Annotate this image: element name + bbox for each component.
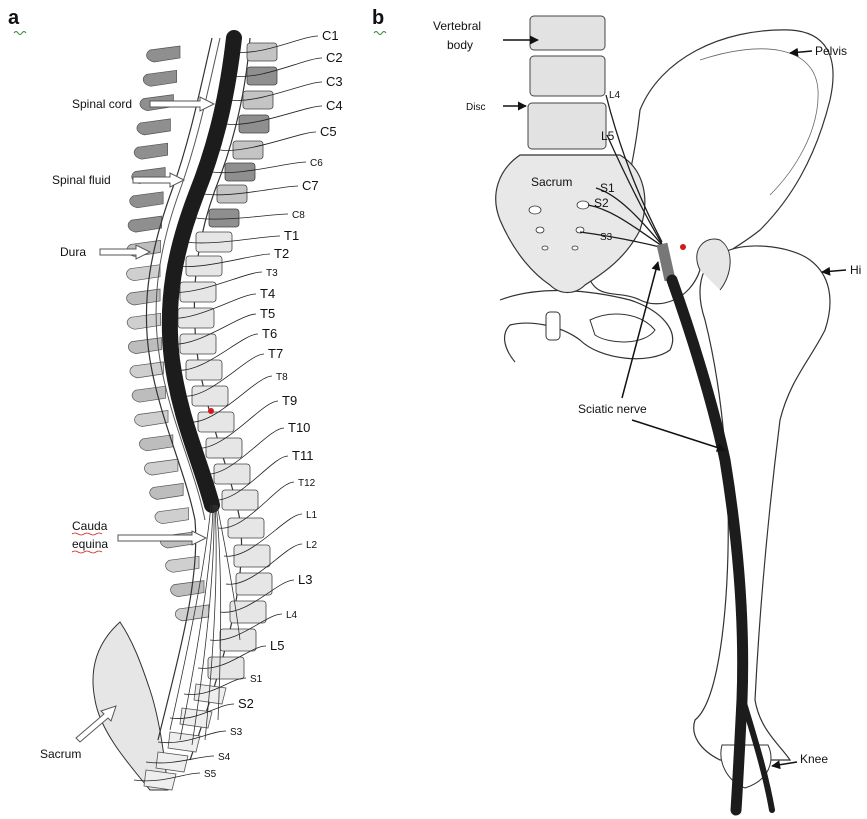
spinous-process-t12 — [155, 508, 188, 524]
arrow-knee — [772, 762, 797, 766]
level-label-l2: L2 — [306, 540, 318, 551]
label-spinal-cord: Spinal cord — [72, 97, 132, 111]
vertebral-body-t12 — [228, 518, 264, 538]
spinous-process-c2 — [143, 70, 176, 86]
spinous-process-t7 — [132, 386, 165, 402]
red-marker-a — [208, 408, 214, 414]
vertebral-body-t9 — [206, 438, 242, 458]
level-label-s2: S2 — [238, 696, 254, 711]
level-label-t4: T4 — [260, 286, 275, 301]
label-root-s2: S2 — [594, 196, 609, 210]
level-label-t6: T6 — [262, 326, 277, 341]
level-label-l5: L5 — [270, 638, 284, 653]
level-label-c8: C8 — [292, 210, 305, 221]
level-label-t9: T9 — [282, 393, 297, 408]
vertebral-body-t4 — [178, 308, 214, 328]
spinous-process-t3 — [127, 289, 160, 305]
level-label-t2: T2 — [274, 246, 289, 261]
label-disc: Disc — [466, 102, 485, 113]
sciatic-nerve — [662, 244, 670, 280]
level-label-c2: C2 — [326, 50, 343, 65]
spinous-process-t5 — [128, 338, 161, 354]
level-label-t11: T11 — [292, 448, 313, 463]
vertebral-body-l3 — [230, 601, 266, 623]
vertebral-body-t5 — [180, 334, 216, 354]
panel-b-label: b — [372, 7, 384, 29]
label-root-l4: L4 — [609, 90, 621, 101]
obturator — [590, 314, 655, 342]
level-label-s3: S3 — [230, 727, 243, 738]
level-label-c6: C6 — [310, 158, 323, 169]
level-label-t10: T10 — [288, 420, 310, 435]
level-label-c1: C1 — [322, 28, 339, 43]
level-label-c4: C4 — [326, 98, 343, 113]
label-hip: Hi — [850, 263, 861, 277]
level-label-t1: T1 — [284, 228, 299, 243]
label-knee: Knee — [800, 752, 828, 766]
spinous-process-c7 — [130, 192, 163, 208]
spinous-process-t10 — [144, 459, 177, 475]
level-label-l1: L1 — [306, 510, 318, 521]
panel-a-label: a — [8, 7, 20, 29]
spinous-process-t6 — [130, 362, 163, 378]
vertebral-body-t2 — [186, 256, 222, 276]
sacral-segment-s3 — [168, 732, 200, 752]
femur — [694, 246, 830, 760]
vertebral-body-l5 — [208, 657, 244, 679]
vertebral-body-l1 — [234, 545, 270, 567]
vertebral-body-l4 — [220, 629, 256, 651]
label-pelvis: Pelvis — [815, 44, 847, 58]
label-sacrum-a: Sacrum — [40, 747, 81, 761]
spinous-process-c4 — [137, 119, 170, 135]
lumbar-column — [528, 16, 606, 149]
label-cauda: Cauda — [72, 519, 108, 533]
level-label-t12: T12 — [298, 478, 316, 489]
level-label-s1: S1 — [250, 674, 263, 685]
vertebral-body-t11 — [222, 490, 258, 510]
vertebral-body-t8 — [198, 412, 234, 432]
level-label-t3: T3 — [266, 268, 278, 279]
spinous-process-t9 — [139, 435, 172, 451]
spinous-process-c1 — [147, 46, 180, 62]
spinous-process-c5 — [134, 143, 167, 159]
label-dura: Dura — [60, 245, 86, 259]
level-label-t8: T8 — [276, 372, 288, 383]
label-root-s1: S1 — [600, 181, 615, 195]
spinous-process-t11 — [150, 483, 183, 499]
vertebral-body-t6 — [186, 360, 222, 380]
level-label-t5: T5 — [260, 306, 275, 321]
level-label-c3: C3 — [326, 74, 343, 89]
label-root-s3: S3 — [600, 232, 613, 243]
squiggle — [14, 32, 26, 35]
vertebral-body-t7 — [192, 386, 228, 406]
label-sacrum-b: Sacrum — [531, 175, 572, 189]
label-vertebral-body: body — [447, 38, 473, 52]
spinous-process-t2 — [127, 265, 160, 281]
label-vertebral: Vertebral — [433, 19, 481, 33]
level-label-s4: S4 — [218, 752, 231, 763]
spinous-process-c8 — [128, 216, 161, 232]
pubic-symphysis — [546, 312, 560, 340]
level-label-s5: S5 — [204, 769, 217, 780]
label-equina: equina — [72, 537, 108, 551]
panel-b: b — [372, 7, 861, 810]
level-label-c7: C7 — [302, 178, 319, 193]
label-spinal-fluid: Spinal fluid — [52, 173, 111, 187]
panel-a: a C1C2C3C4C5C6C7C8T1T2T3T4T5T6T7T8T9T10T… — [8, 7, 343, 790]
vertebral-body-l2 — [236, 573, 272, 595]
label-root-l5: L5 — [601, 129, 615, 143]
level-label-c5: C5 — [320, 124, 337, 139]
level-label-l4: L4 — [286, 610, 298, 621]
label-sciatic-nerve: Sciatic nerve — [578, 402, 647, 416]
red-marker-b — [680, 244, 686, 250]
squiggle-b — [374, 32, 386, 35]
vertebral-body-t10 — [214, 464, 250, 484]
level-label-l3: L3 — [298, 572, 312, 587]
arrow-hip — [822, 270, 846, 272]
level-label-t7: T7 — [268, 346, 283, 361]
